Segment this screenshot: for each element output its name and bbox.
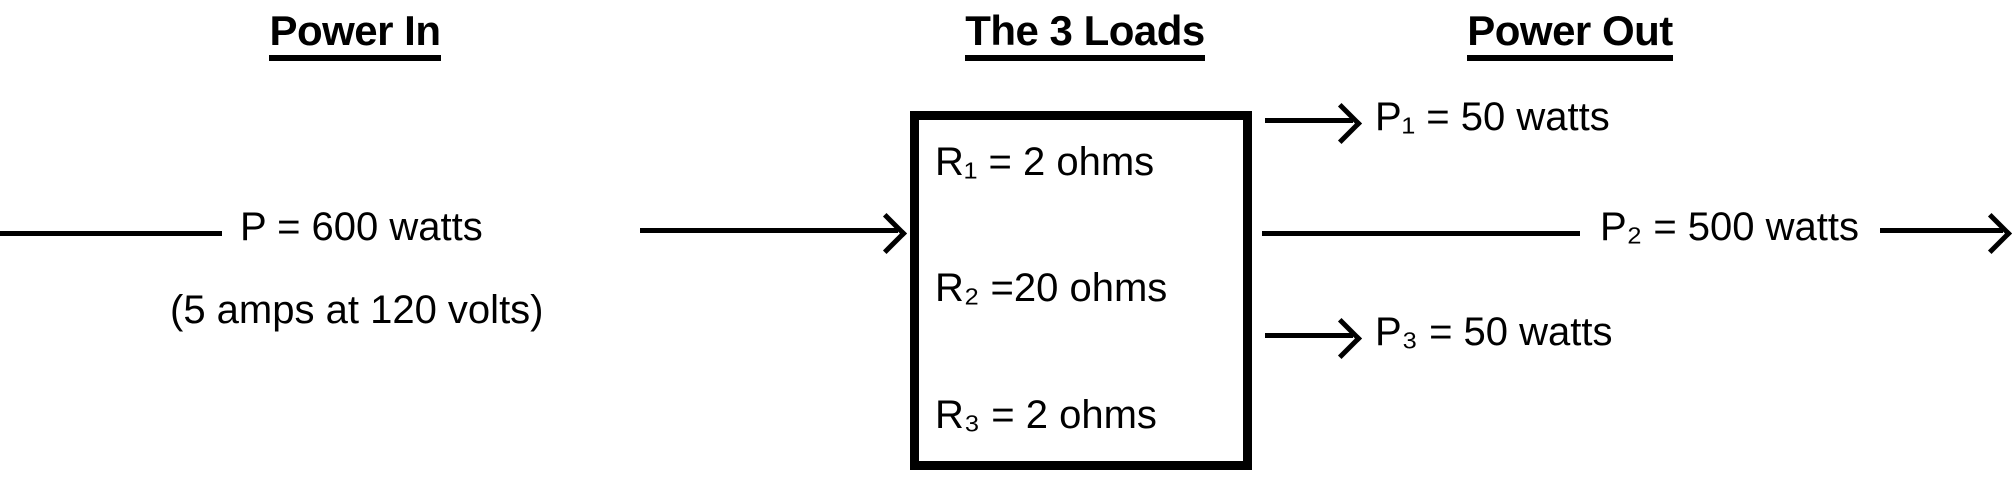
input-amps-volts-label: (5 amps at 120 volts) xyxy=(170,288,544,332)
input-line-left xyxy=(0,231,222,236)
output-power-label-p1: P₁ = 50 watts xyxy=(1375,95,1610,139)
load-item-r1: R₁ = 2 ohms xyxy=(935,140,1155,184)
heading-power-in: Power In xyxy=(175,10,535,61)
load-item-r3: R₃ = 2 ohms xyxy=(935,393,1157,437)
heading-three-loads-text: The 3 Loads xyxy=(965,10,1205,61)
arrow-shaft xyxy=(1265,333,1353,338)
loads-box: R₁ = 2 ohms R₂ =20 ohms R₃ = 2 ohms xyxy=(910,111,1252,470)
heading-power-out-text: Power Out xyxy=(1467,10,1673,61)
arrow-to-p3-icon xyxy=(1265,316,1365,360)
heading-power-in-text: Power In xyxy=(269,10,441,61)
output-power-label-p2: P₂ = 500 watts xyxy=(1600,205,1860,249)
arrow-head xyxy=(865,212,908,255)
arrow-out-right-icon xyxy=(1880,211,2015,255)
arrow-into-loads-icon xyxy=(640,211,910,255)
heading-three-loads: The 3 Loads xyxy=(880,10,1290,61)
input-power-label: P = 600 watts xyxy=(240,205,483,249)
arrow-head xyxy=(1970,212,2013,255)
arrow-to-p1-icon xyxy=(1265,101,1365,145)
arrow-shaft xyxy=(640,228,898,233)
arrow-shaft xyxy=(1265,118,1353,123)
arrow-head xyxy=(1320,317,1363,360)
heading-power-out: Power Out xyxy=(1390,10,1750,61)
output-line-p2-left xyxy=(1262,231,1580,236)
load-item-r2: R₂ =20 ohms xyxy=(935,266,1168,310)
arrow-shaft xyxy=(1880,228,2003,233)
arrow-head xyxy=(1320,102,1363,145)
output-power-label-p3: P₃ = 50 watts xyxy=(1375,310,1613,354)
